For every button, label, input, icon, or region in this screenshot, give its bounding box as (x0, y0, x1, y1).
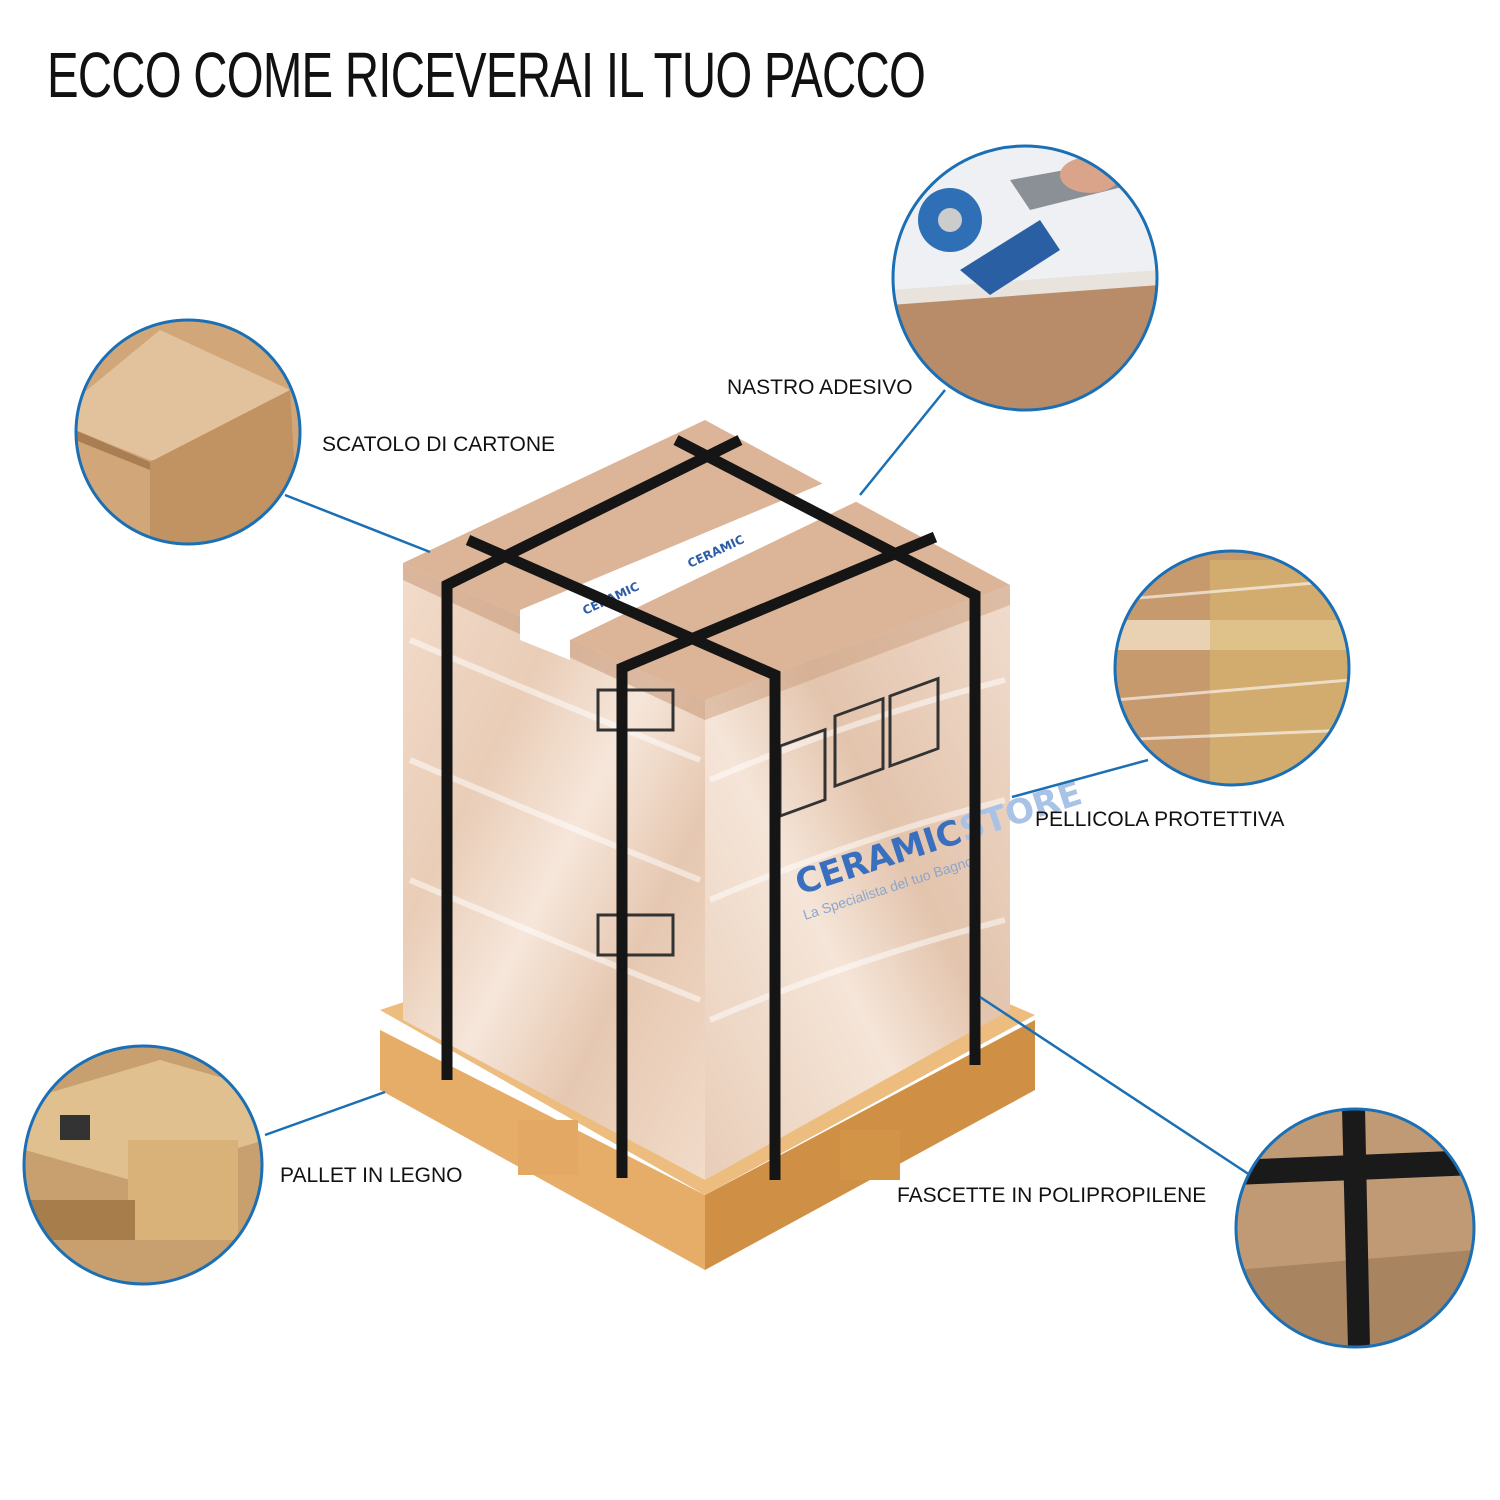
label-straps: FASCETTE IN POLIPROPILENE (897, 1184, 1207, 1207)
label-tape: NASTRO ADESIVO (727, 376, 913, 399)
pallet-detail-circle (25, 1047, 261, 1283)
label-carton: SCATOLO DI CARTONE (322, 433, 555, 456)
label-film: PELLICOLA PROTETTIVA (1035, 808, 1285, 831)
straps (441, 435, 981, 1180)
leader-lines (264, 389, 1251, 1177)
circle-borders (22, 144, 1476, 1349)
label-pallet: PALLET IN LEGNO (280, 1164, 463, 1187)
tape-detail-circle (894, 147, 1156, 409)
page-title: ECCO COME RICEVERAI IL TUO PACCO (47, 39, 926, 111)
straps-detail-circle (1237, 1110, 1473, 1346)
carton-box: CERAMICSTORE La Specialista del tuo Bagn… (403, 420, 1087, 1180)
